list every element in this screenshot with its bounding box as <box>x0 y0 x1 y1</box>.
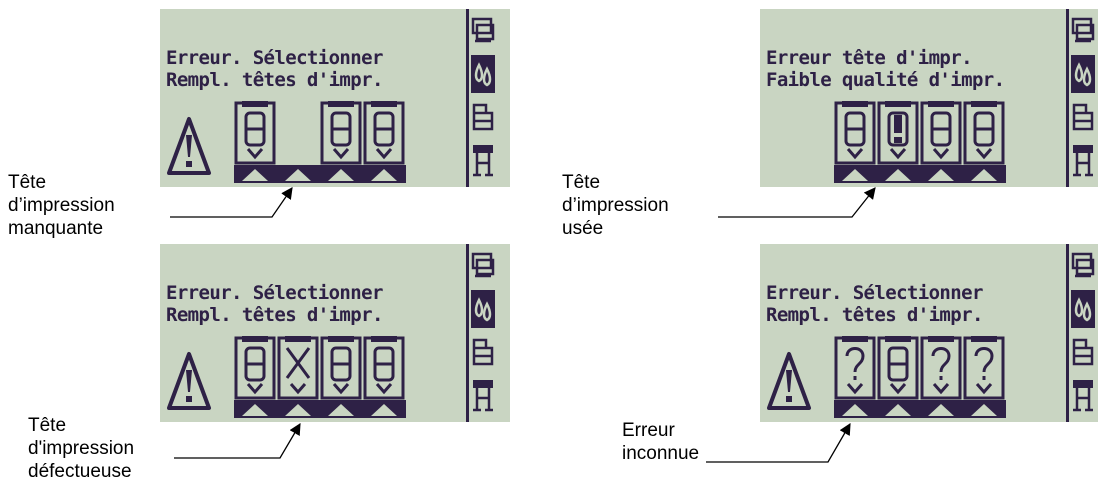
warning-icon <box>767 352 811 410</box>
warning-icon <box>167 352 211 410</box>
page-setup-icon <box>1072 103 1094 131</box>
callout-line: défectueuse <box>28 461 132 482</box>
lcd-panel-bottom-right: Erreur. Sélectionner Rempl. têtes d'impr… <box>760 244 1098 422</box>
carriage-bar <box>834 400 1006 418</box>
carriage-bar <box>234 165 406 183</box>
callout-line: d’impression <box>562 195 669 216</box>
lcd-line-1: Erreur. Sélectionner <box>166 282 383 304</box>
callout-line: d’impression <box>8 195 115 216</box>
page-setup-icon <box>472 338 494 366</box>
printhead-strip <box>834 101 1006 183</box>
callout-line: Tête <box>28 415 67 436</box>
callout-line: inconnue <box>622 443 700 464</box>
printhead-slot-3 <box>320 336 362 400</box>
callout-line: Tête <box>8 172 47 193</box>
media-icon <box>1071 252 1095 278</box>
printhead-slot-2 <box>877 336 919 400</box>
page-setup-icon <box>472 103 494 131</box>
callout-label-missing: Tête d’impression manquante <box>8 171 115 240</box>
lcd-panel-top-left: Erreur. Sélectionner Rempl. têtes d'impr… <box>160 9 510 187</box>
leader-unknown <box>706 422 851 463</box>
lcd-panel-bottom-left: Erreur. Sélectionner Rempl. têtes d'impr… <box>160 244 510 422</box>
printhead-strip <box>834 336 1006 418</box>
callout-line: d'impression <box>28 438 135 459</box>
printhead-slot-4 <box>963 101 1005 165</box>
lcd-line-2: Rempl. têtes d'impr. <box>766 304 983 326</box>
printhead-slot-1-unknown <box>834 336 876 400</box>
ink-drops-icon <box>1071 55 1095 93</box>
callout-label-worn: Tête d’impression usée <box>562 171 669 240</box>
lcd-line-1: Erreur. Sélectionner <box>166 47 383 69</box>
printhead-slot-3 <box>920 101 962 165</box>
lcd-line-1: Erreur. Sélectionner <box>766 282 983 304</box>
printhead-strip <box>234 101 406 183</box>
lcd-line-2: Rempl. têtes d'impr. <box>166 304 383 326</box>
leader-worn <box>718 187 876 218</box>
ink-drops-icon <box>471 55 495 93</box>
printer-stand-icon <box>1073 380 1093 412</box>
printhead-slot-1 <box>834 101 876 165</box>
callout-line: usée <box>562 218 604 239</box>
callout-label-unknown: Erreur inconnue <box>622 419 699 465</box>
printhead-slot-3 <box>320 101 362 165</box>
carriage-bar <box>234 400 406 418</box>
callout-line: manquante <box>8 218 104 239</box>
page-setup-icon <box>1072 338 1094 366</box>
lcd-sidebar <box>1066 244 1096 422</box>
printhead-slot-4-unknown <box>963 336 1005 400</box>
leader-defective <box>174 422 301 459</box>
carriage-bar <box>834 165 1006 183</box>
printhead-strip <box>234 336 406 418</box>
ink-drops-icon <box>1071 290 1095 328</box>
printer-stand-icon <box>473 380 493 412</box>
printer-stand-icon <box>1073 145 1093 177</box>
printer-stand-icon <box>473 145 493 177</box>
media-icon <box>471 252 495 278</box>
printhead-slot-4 <box>363 101 405 165</box>
ink-drops-icon <box>471 290 495 328</box>
leader-missing <box>170 187 293 218</box>
callout-line: Erreur <box>622 420 675 441</box>
printhead-slot-4 <box>363 336 405 400</box>
lcd-line-2: Rempl. têtes d'impr. <box>166 69 383 91</box>
printhead-slot-1 <box>234 336 276 400</box>
warning-icon <box>167 117 211 175</box>
lcd-line-2: Faible qualité d'impr. <box>766 69 1005 91</box>
printhead-slot-3-unknown <box>920 336 962 400</box>
callout-line: Tête <box>562 172 601 193</box>
media-icon <box>471 17 495 43</box>
callout-label-defective: Tête d'impression défectueuse <box>28 414 134 483</box>
media-icon <box>1071 17 1095 43</box>
printhead-slot-2-worn <box>877 101 919 165</box>
lcd-line-1: Erreur tête d'impr. <box>766 47 973 69</box>
lcd-panel-top-right: Erreur tête d'impr. Faible qualité d'imp… <box>760 9 1098 187</box>
lcd-sidebar <box>1066 9 1096 187</box>
printhead-slot-1 <box>234 101 276 165</box>
lcd-sidebar <box>466 244 496 422</box>
printhead-slot-2-defective <box>277 336 319 400</box>
lcd-sidebar <box>466 9 496 187</box>
